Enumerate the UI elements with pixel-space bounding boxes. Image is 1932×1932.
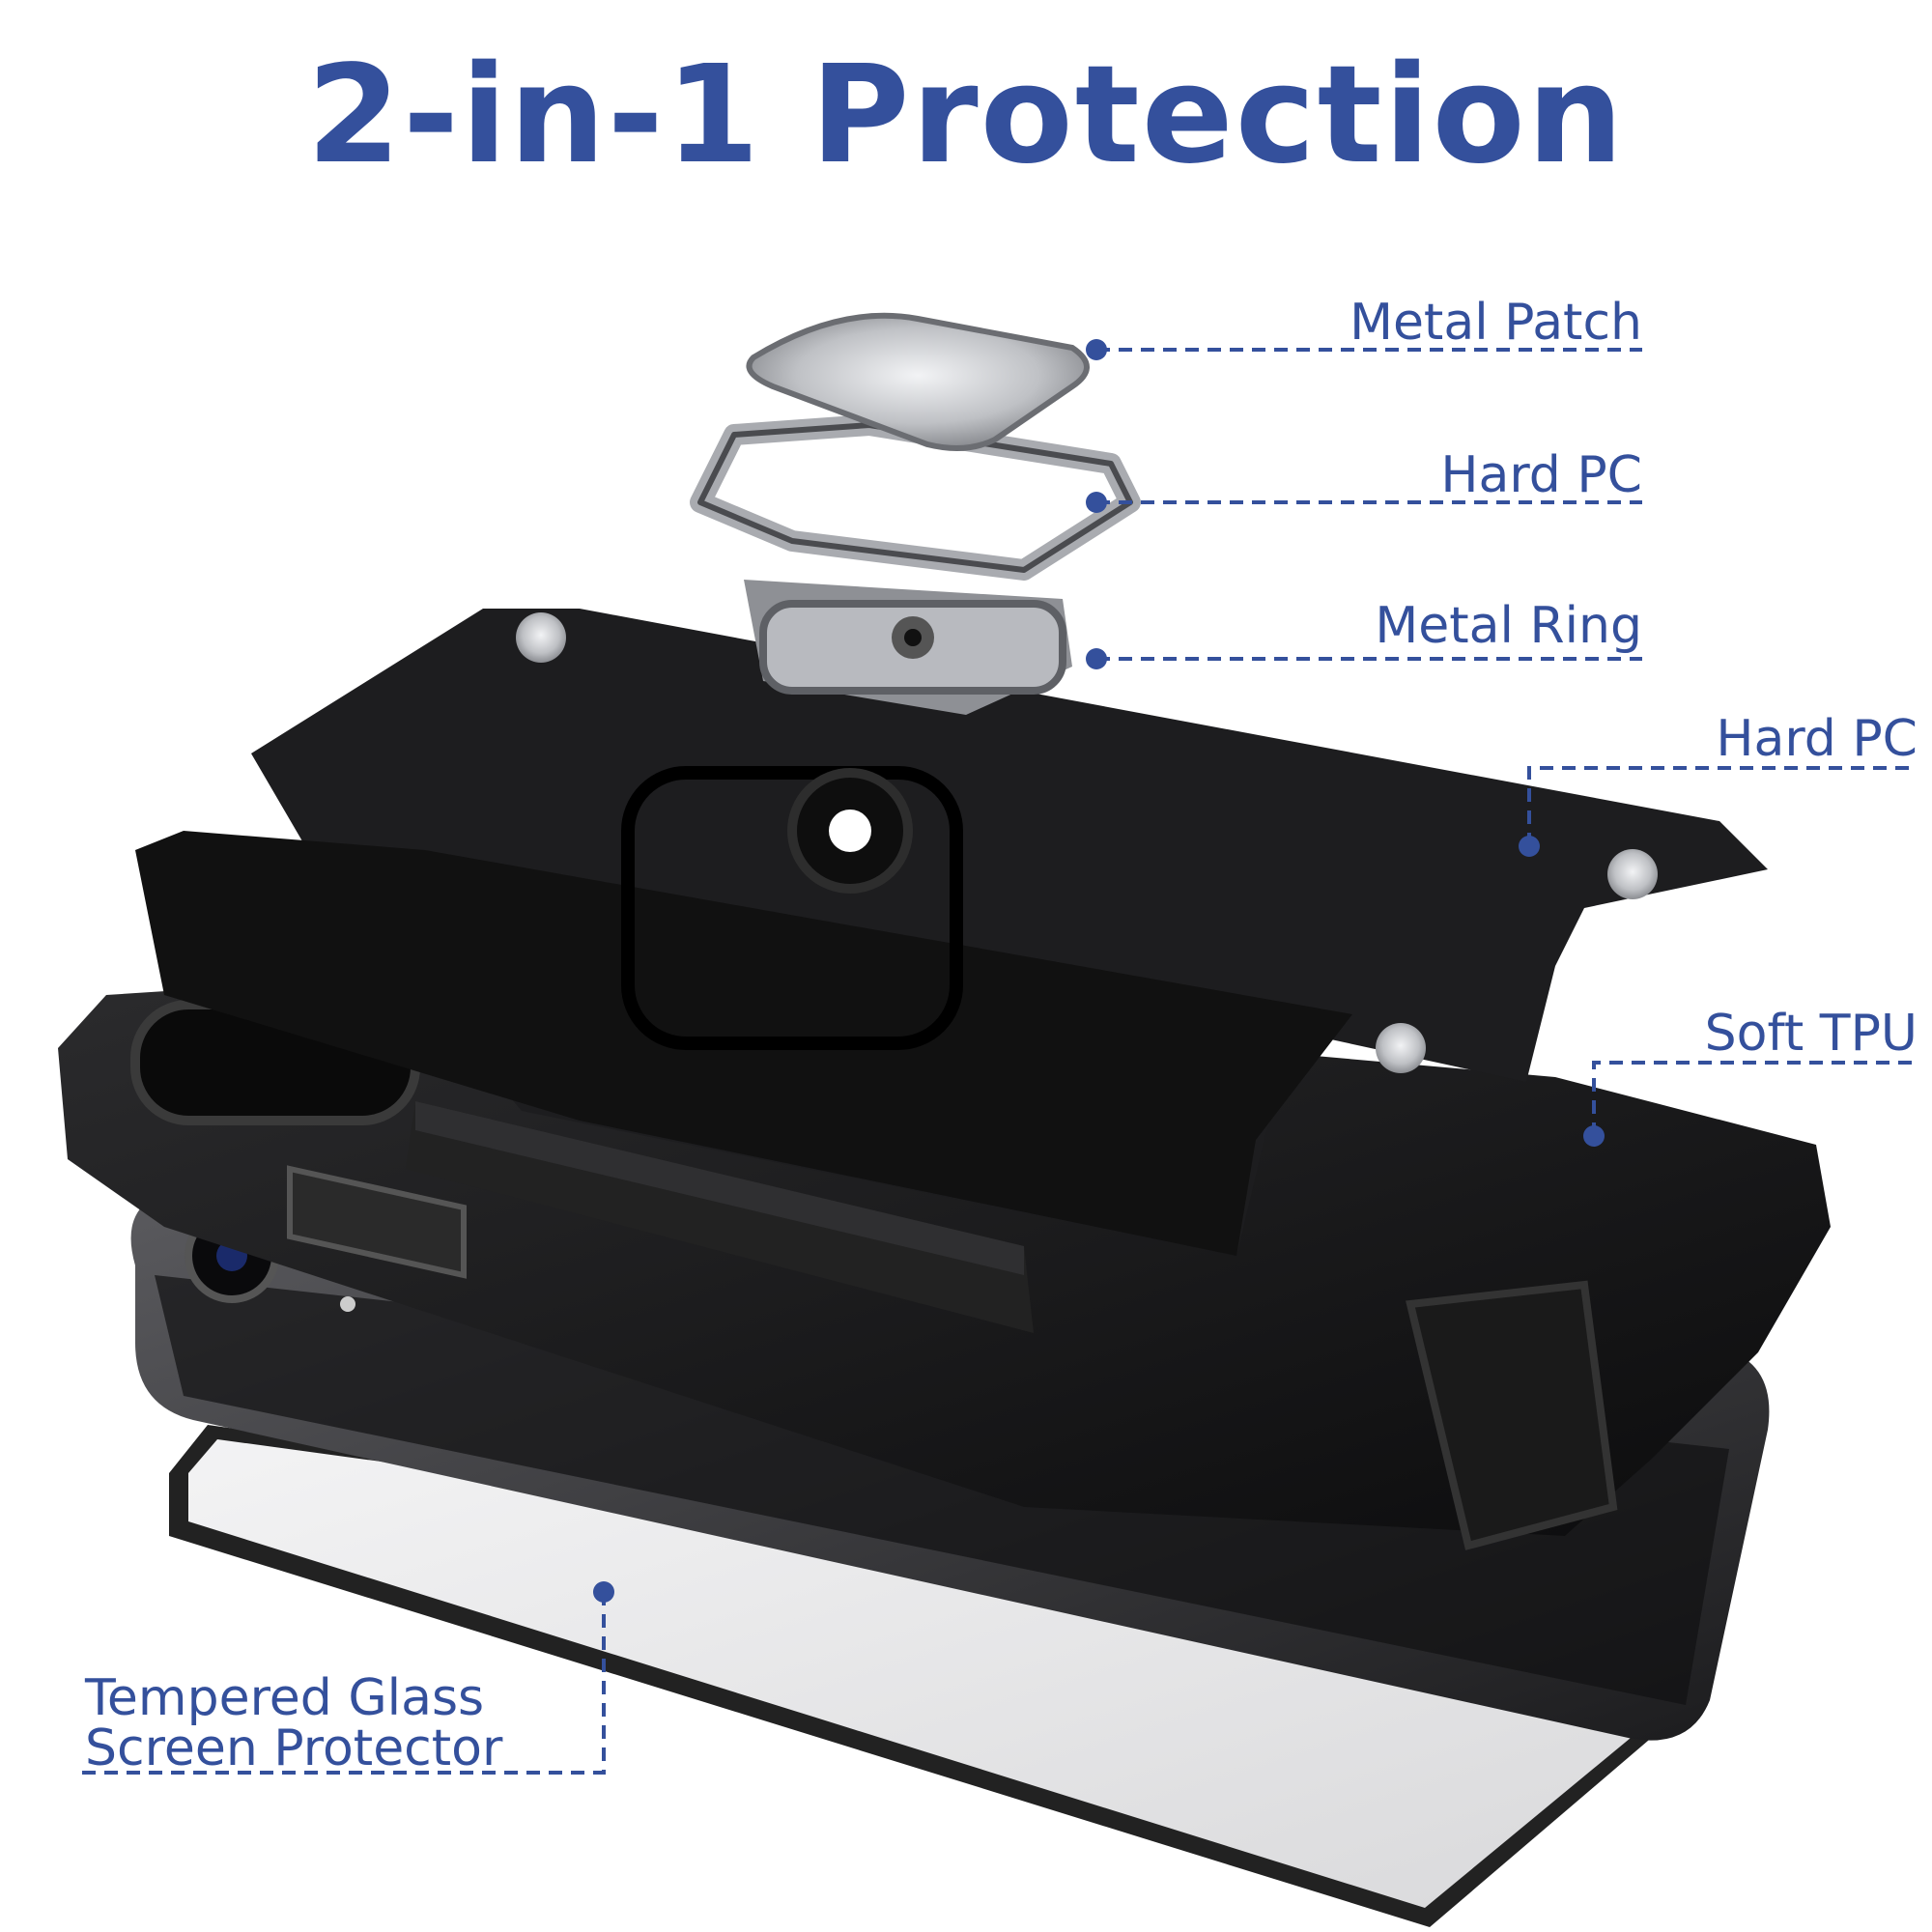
callout-dots (593, 339, 1605, 1603)
page-title: 2-in-1 Protection (306, 37, 1626, 194)
label-tempered-glass: Tempered Glass (85, 1669, 485, 1727)
callout-lines (75, 348, 1918, 1775)
metal-ring (744, 580, 1072, 715)
soft-tpu-case (58, 976, 1831, 1550)
label-metal-patch: Metal Patch (1350, 294, 1642, 352)
hard-pc-back-plate (135, 609, 1768, 1256)
label-hard-pc-ring: Hard PC (1440, 446, 1642, 504)
hard-pc-ring-frame (690, 414, 1141, 581)
metal-patch (746, 312, 1090, 451)
label-hard-pc-back: Hard PC (1716, 710, 1918, 768)
label-screen-protector: Screen Protector (85, 1719, 503, 1777)
tempered-glass-layer (169, 1425, 1686, 1927)
label-metal-ring: Metal Ring (1375, 597, 1642, 655)
label-soft-tpu: Soft TPU (1704, 1005, 1918, 1063)
